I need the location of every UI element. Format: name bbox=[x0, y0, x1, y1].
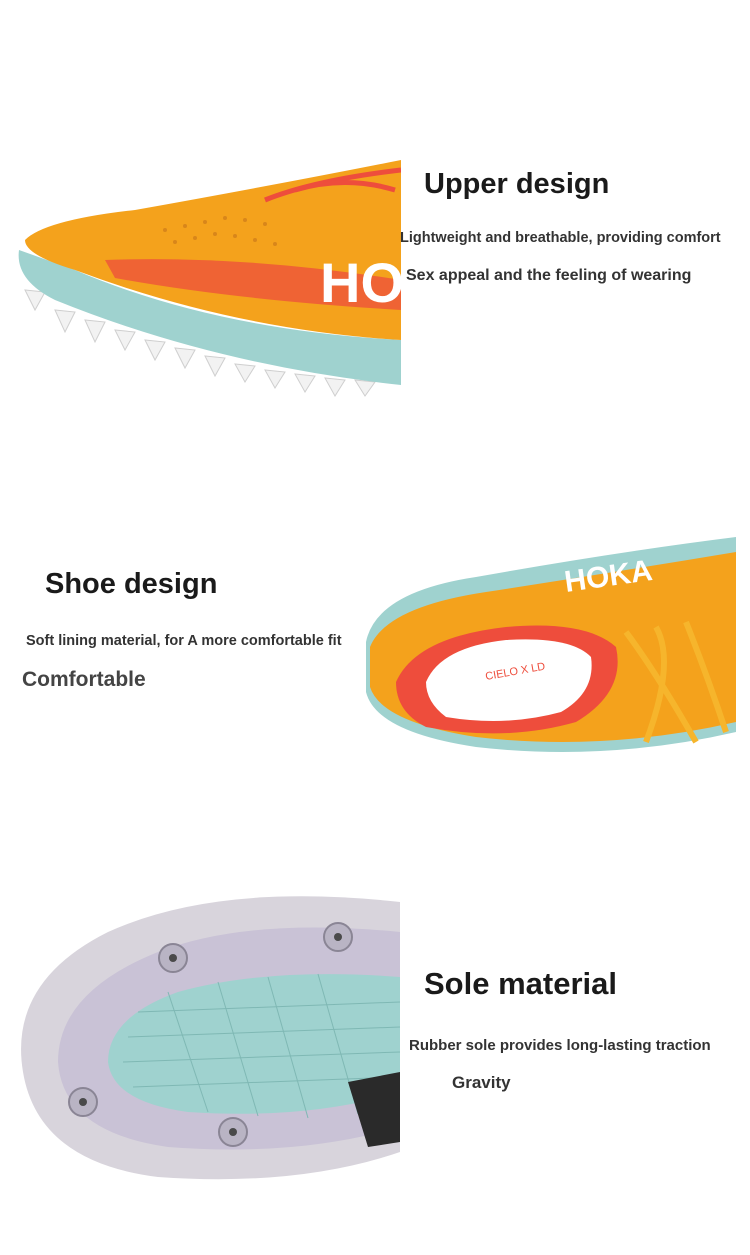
shoe-design-heading: Shoe design bbox=[45, 568, 218, 600]
sole-material-heading: Sole material bbox=[424, 966, 617, 1001]
shoe-design-section: Shoe design Soft lining material, for A … bbox=[0, 420, 750, 820]
upper-design-heading: Upper design bbox=[424, 168, 610, 200]
upper-design-section: HOKA Upper design Lightweight and breath… bbox=[0, 0, 750, 420]
shoe-upper-image: HOKA bbox=[15, 160, 401, 400]
brand-logo-text: HOKA bbox=[320, 251, 401, 314]
shoe-lining-image: CIELO X LD HOKA bbox=[356, 532, 736, 762]
upper-design-line-1: Lightweight and breathable, providing co… bbox=[400, 230, 721, 246]
shoe-sole-image bbox=[18, 892, 400, 1182]
sole-material-line-2: Gravity bbox=[452, 1073, 511, 1092]
sole-material-section: Sole material Rubber sole provides long-… bbox=[0, 820, 750, 1255]
upper-design-line-2: Sex appeal and the feeling of wearing bbox=[406, 267, 692, 284]
shoe-design-line-2: Comfortable bbox=[22, 668, 146, 691]
shoe-design-line-1: Soft lining material, for A more comfort… bbox=[26, 633, 342, 649]
sole-material-line-1: Rubber sole provides long-lasting tracti… bbox=[409, 1037, 711, 1054]
